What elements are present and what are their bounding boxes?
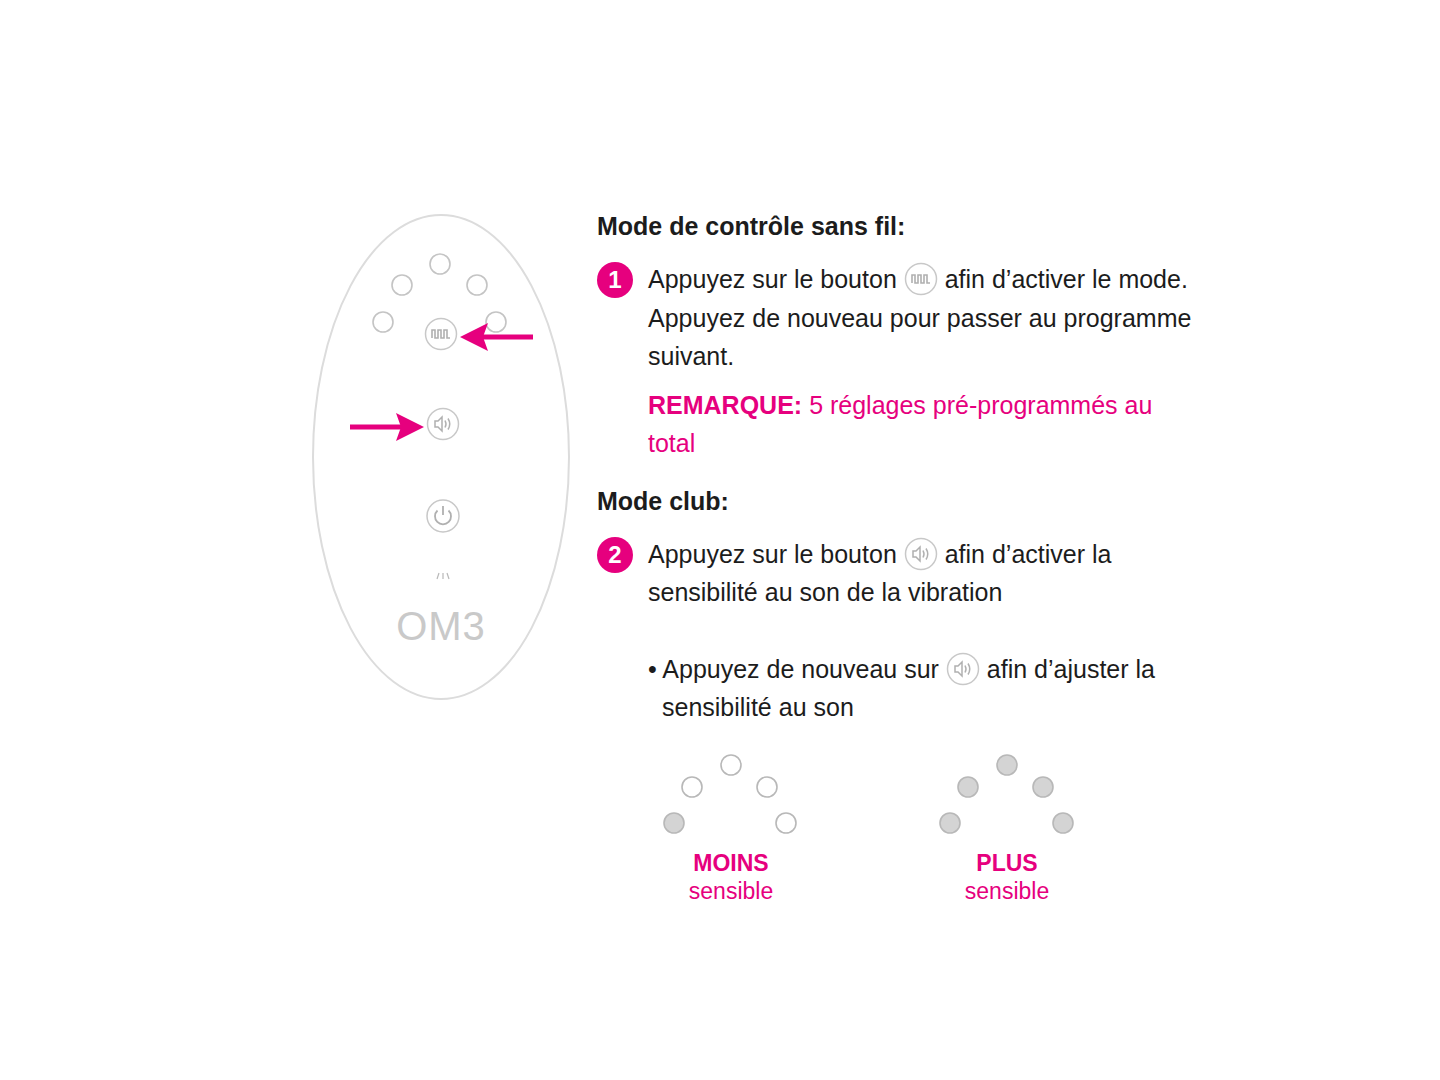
- pointer-arrow: [460, 323, 533, 351]
- scale-label: MOINS sensible: [651, 849, 811, 905]
- sound-button: [428, 409, 459, 440]
- scale-word: sensible: [651, 877, 811, 905]
- sound-icon: [946, 652, 980, 686]
- scale-word: sensible: [927, 877, 1087, 905]
- callout-number: 2: [608, 541, 621, 569]
- scale-word: PLUS: [927, 849, 1087, 877]
- step: Appuyez sur le bouton afin d’activer la …: [597, 535, 1197, 727]
- step-number: 1: [597, 262, 633, 298]
- note-label: REMARQUE:: [648, 391, 802, 419]
- step: Appuyez sur le bouton afin d’activer le …: [597, 260, 1197, 463]
- pointer-arrow: [350, 413, 424, 441]
- callout-number: 1: [608, 266, 621, 294]
- section-heading: Mode de contrôle sans fil:: [597, 208, 1197, 244]
- remote-body: [313, 215, 569, 699]
- sound-icon: [904, 537, 938, 571]
- step-text: Appuyez sur le bouton: [648, 265, 897, 293]
- sensor-mark: [437, 573, 449, 579]
- section-heading: Mode club:: [597, 483, 1197, 519]
- bullet-text: • Appuyez de nouveau sur: [648, 655, 939, 683]
- bullet-text: • Appuyez de nouveau sur afin d’ajuster …: [648, 650, 1197, 727]
- step-text: Appuyez sur le bouton: [648, 540, 897, 568]
- power-button: [427, 500, 459, 532]
- mode-button: [426, 319, 457, 350]
- mode-icon: [904, 262, 938, 296]
- note: REMARQUE: 5 réglages pré-programmés au t…: [648, 386, 1197, 463]
- led-arcs: [597, 749, 1197, 839]
- instructions: Mode de contrôle sans fil: Appuyez sur l…: [597, 208, 1197, 919]
- step-text: Appuyez sur le bouton afin d’activer la …: [648, 535, 1197, 612]
- step-number: 2: [597, 537, 633, 573]
- scale-word: MOINS: [651, 849, 811, 877]
- scale-label: PLUS sensible: [927, 849, 1087, 905]
- step-text: Appuyez sur le bouton afin d’activer le …: [648, 260, 1197, 376]
- brand-logo: OM3: [361, 604, 521, 649]
- sensitivity-scale: MOINS sensible PLUS sensible: [597, 749, 1197, 919]
